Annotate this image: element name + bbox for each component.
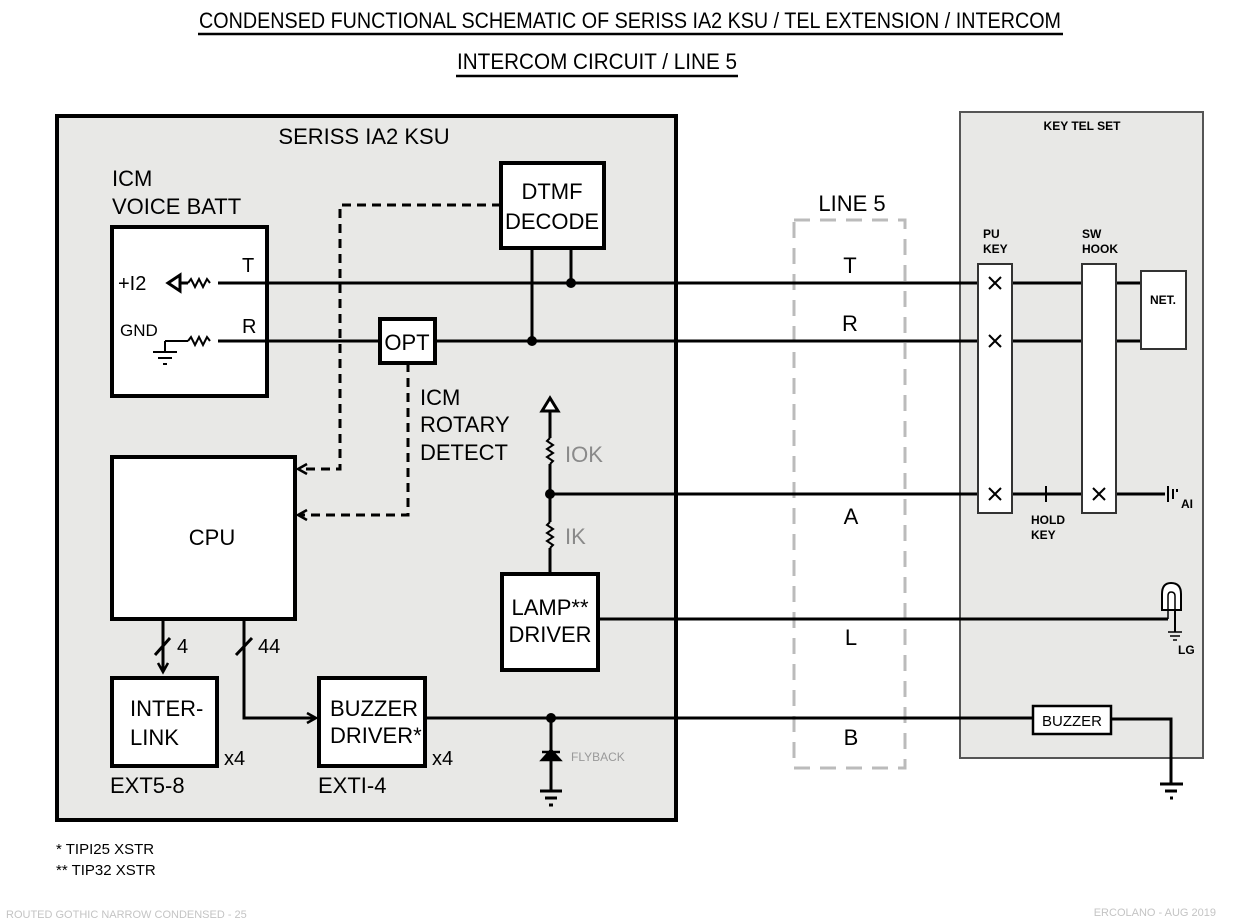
- battery-icon: [1167, 486, 1178, 502]
- junction-dot: [527, 336, 537, 346]
- ground-icon: [1160, 782, 1183, 800]
- buzzer-driver-box: [317, 676, 427, 768]
- line-lead-b: B: [844, 725, 859, 750]
- interlink-box: [110, 676, 219, 768]
- line-lead-t: T: [843, 253, 856, 278]
- ground-icon: [540, 789, 562, 807]
- sw-hook-label-2: HOOK: [1082, 242, 1118, 256]
- rotary-to-cpu-signal: [298, 363, 410, 515]
- sw-hook: [1081, 263, 1117, 514]
- net-label: NET.: [1150, 293, 1176, 307]
- buzzer-return-wire: [1111, 717, 1173, 783]
- voice-batt-heading-2: VOICE BATT: [112, 194, 241, 219]
- interlink-mult: x4: [224, 748, 245, 770]
- lamp-driver-box: [500, 572, 600, 672]
- resistor-1k-icon: [545, 521, 555, 549]
- gnd-label: GND: [120, 321, 158, 340]
- opt-box: [378, 317, 437, 365]
- lg-label: LG: [1178, 643, 1195, 657]
- hold-key-label-2: KEY: [1031, 528, 1056, 542]
- footer-author: ERCOLANO - AUG 2019: [1094, 907, 1216, 919]
- resistor-r-icon: [187, 334, 211, 348]
- dtmf-to-cpu-signal: [298, 203, 501, 469]
- tel-label: KEY TEL SET: [1044, 119, 1122, 133]
- voice-batt-box: [110, 225, 269, 398]
- pu-key-label-2: KEY: [983, 242, 1008, 256]
- resistor-10k-label: IOK: [565, 442, 603, 467]
- opt-label: OPT: [384, 330, 429, 355]
- title-line-2: INTERCOM CIRCUIT / LINE 5: [457, 49, 737, 74]
- line-lead-r: R: [842, 311, 858, 336]
- footer-font-credit: ROUTED GOTHIC NARROW CONDENSED - 25: [6, 909, 247, 921]
- lamp-driver-label-1: LAMP**: [511, 595, 588, 620]
- line-5-label: LINE 5: [818, 191, 885, 216]
- dtmf-decode-box: [499, 161, 606, 250]
- interlink-label-1: INTER-: [130, 696, 203, 721]
- resistor-10k-icon: [545, 437, 555, 465]
- contact-x-icon: [988, 276, 1106, 501]
- buzzer-driver-mult: x4: [432, 748, 453, 770]
- hold-key-label-1: HOLD: [1031, 513, 1065, 527]
- supply-label: +I2: [118, 273, 146, 295]
- rotary-label-1: ICM: [420, 385, 460, 410]
- voice-batt-heading-1: ICM: [112, 166, 152, 191]
- flyback-diode-icon: [539, 748, 563, 762]
- buzzer-label: BUZZER: [1042, 713, 1102, 730]
- resistor-t-icon: [187, 276, 211, 290]
- pu-key: [977, 263, 1013, 514]
- flyback-label: FLYBACK: [571, 750, 625, 764]
- ksu-label: SERISS IA2 KSU: [278, 124, 449, 149]
- voice-batt-r-label: R: [242, 316, 256, 338]
- line-lead-a: A: [844, 504, 859, 529]
- buzzer-driver-label-2: DRIVER*: [330, 723, 422, 748]
- bus-buzzer-width: 44: [258, 636, 280, 658]
- a1-label: AI: [1181, 497, 1193, 511]
- junction-dot: [566, 278, 576, 288]
- line-lead-l: L: [845, 625, 857, 650]
- net-box: [1140, 270, 1187, 350]
- voice-batt-t-label: T: [242, 255, 254, 277]
- ground-icon: [1168, 631, 1182, 641]
- lamp-driver-label-2: DRIVER: [508, 622, 591, 647]
- note-star-2: ** TIP32 XSTR: [56, 862, 156, 879]
- ground-icon: [153, 340, 188, 365]
- bus-to-buzzer-driver: [242, 621, 316, 718]
- buzzer-driver-label-1: BUZZER: [330, 696, 418, 721]
- buzzer-driver-ext: EXTI-4: [318, 773, 386, 798]
- dtmf-label-2: DECODE: [505, 209, 599, 234]
- note-star-1: * TIPI25 XSTR: [56, 841, 154, 858]
- title-line-1: CONDENSED FUNCTIONAL SCHEMATIC OF SERISS…: [199, 8, 1061, 33]
- rotary-label-2: ROTARY: [420, 412, 510, 437]
- pu-key-label-1: PU: [983, 227, 1000, 241]
- resistor-1k-label: IK: [565, 524, 586, 549]
- sw-hook-label-1: SW: [1082, 227, 1102, 241]
- cpu-box: [110, 455, 297, 621]
- interlink-label-2: LINK: [130, 725, 179, 750]
- interlink-ext: EXT5-8: [110, 773, 185, 798]
- bus-interlink-width: 4: [177, 636, 188, 658]
- rotary-label-3: DETECT: [420, 440, 508, 465]
- cpu-label: CPU: [189, 525, 235, 550]
- dtmf-label-1: DTMF: [521, 179, 582, 204]
- lamp-icon: [1161, 581, 1182, 611]
